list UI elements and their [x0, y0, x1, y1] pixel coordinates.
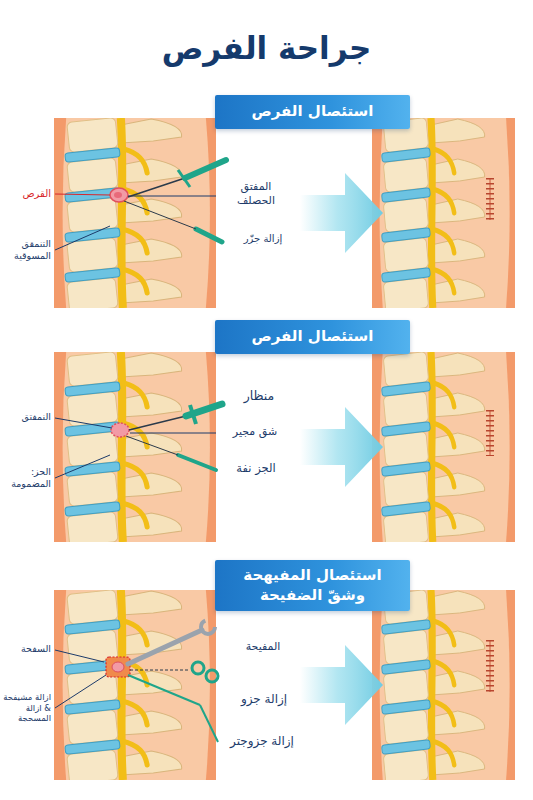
- removal-instrument: [196, 229, 222, 242]
- wrench-instrument: [128, 630, 202, 664]
- part-label: إزالة جزو: [228, 692, 300, 707]
- instrument-shaft: [124, 201, 196, 229]
- retractor-instrument: [178, 455, 216, 470]
- spine-panel: [372, 118, 515, 313]
- stitches: [486, 178, 494, 220]
- leader-line: [128, 675, 200, 705]
- part-label: القرص: [3, 188, 51, 201]
- spine-panel: [372, 352, 515, 547]
- spine-panel: [54, 118, 216, 313]
- endoscope-instrument: [190, 405, 196, 424]
- incision-line: [490, 410, 491, 456]
- result-arrow: [300, 407, 383, 487]
- part-label: شق مجير: [222, 425, 288, 439]
- leader-line: [128, 196, 216, 197]
- header-band: استئصال الفرص: [215, 95, 410, 129]
- part-label: الجز نفة: [222, 461, 290, 475]
- part-label: إزالة جزّر: [228, 233, 298, 246]
- leader-line: [55, 418, 112, 428]
- herniated-disc: [112, 662, 124, 672]
- page-title: جراحة الفرص: [0, 30, 533, 66]
- header-band: استئصال الفرص: [215, 320, 410, 354]
- spine-panel: [54, 352, 216, 547]
- scissors-instrument: [206, 670, 218, 682]
- header-band: استئصال المفيهحة وشقّ الضفيحة: [215, 560, 410, 611]
- part-label: المفيحة: [228, 640, 298, 654]
- herniated-disc: [110, 188, 128, 202]
- leader-line: [55, 194, 110, 195]
- result-arrow: [300, 173, 383, 253]
- header-text: استئصال الفرص: [225, 327, 400, 347]
- incision-line: [490, 178, 491, 220]
- part-label: التنمقق المسوقية: [3, 238, 51, 262]
- part-label: ازالة مشيفحة & ازالة المسحجة: [3, 692, 51, 724]
- stitches: [486, 640, 494, 692]
- leader-line: [55, 675, 106, 708]
- leader-line: [55, 226, 110, 250]
- scalpel-instrument: [185, 160, 226, 178]
- instrument-shaft: [128, 178, 185, 197]
- leader-line: [130, 433, 216, 434]
- wrench-instrument: [201, 620, 215, 634]
- instrument-shaft: [129, 416, 186, 430]
- herniated-disc: [114, 192, 122, 198]
- part-label: السفحة: [3, 643, 51, 655]
- part-label: منظار: [228, 388, 290, 404]
- leader-line: [200, 705, 218, 742]
- header-text: استئصال المفيهحة وشقّ الضفيحة: [225, 566, 400, 605]
- stitches: [486, 410, 494, 456]
- part-label: الحز: المضمومة: [3, 466, 51, 490]
- part-label: إزالة جزوجتر: [222, 734, 302, 749]
- leader-line: [126, 436, 178, 455]
- spine-panel: [372, 590, 515, 785]
- result-arrow: [300, 645, 383, 725]
- scissors-instrument: [192, 662, 204, 674]
- header-text: استئصال الفرص: [225, 102, 400, 122]
- incision-line: [490, 640, 491, 692]
- scalpel-instrument: [178, 170, 190, 187]
- part-label: المفتق الحصلف: [220, 180, 292, 208]
- part-label: النمفتق: [3, 411, 51, 423]
- leader-line: [55, 650, 104, 662]
- leader-line: [130, 670, 190, 671]
- herniated-disc: [111, 423, 129, 437]
- lamina-removal-area: [106, 657, 130, 677]
- spine-panel: [54, 590, 216, 785]
- leader-line: [55, 455, 110, 478]
